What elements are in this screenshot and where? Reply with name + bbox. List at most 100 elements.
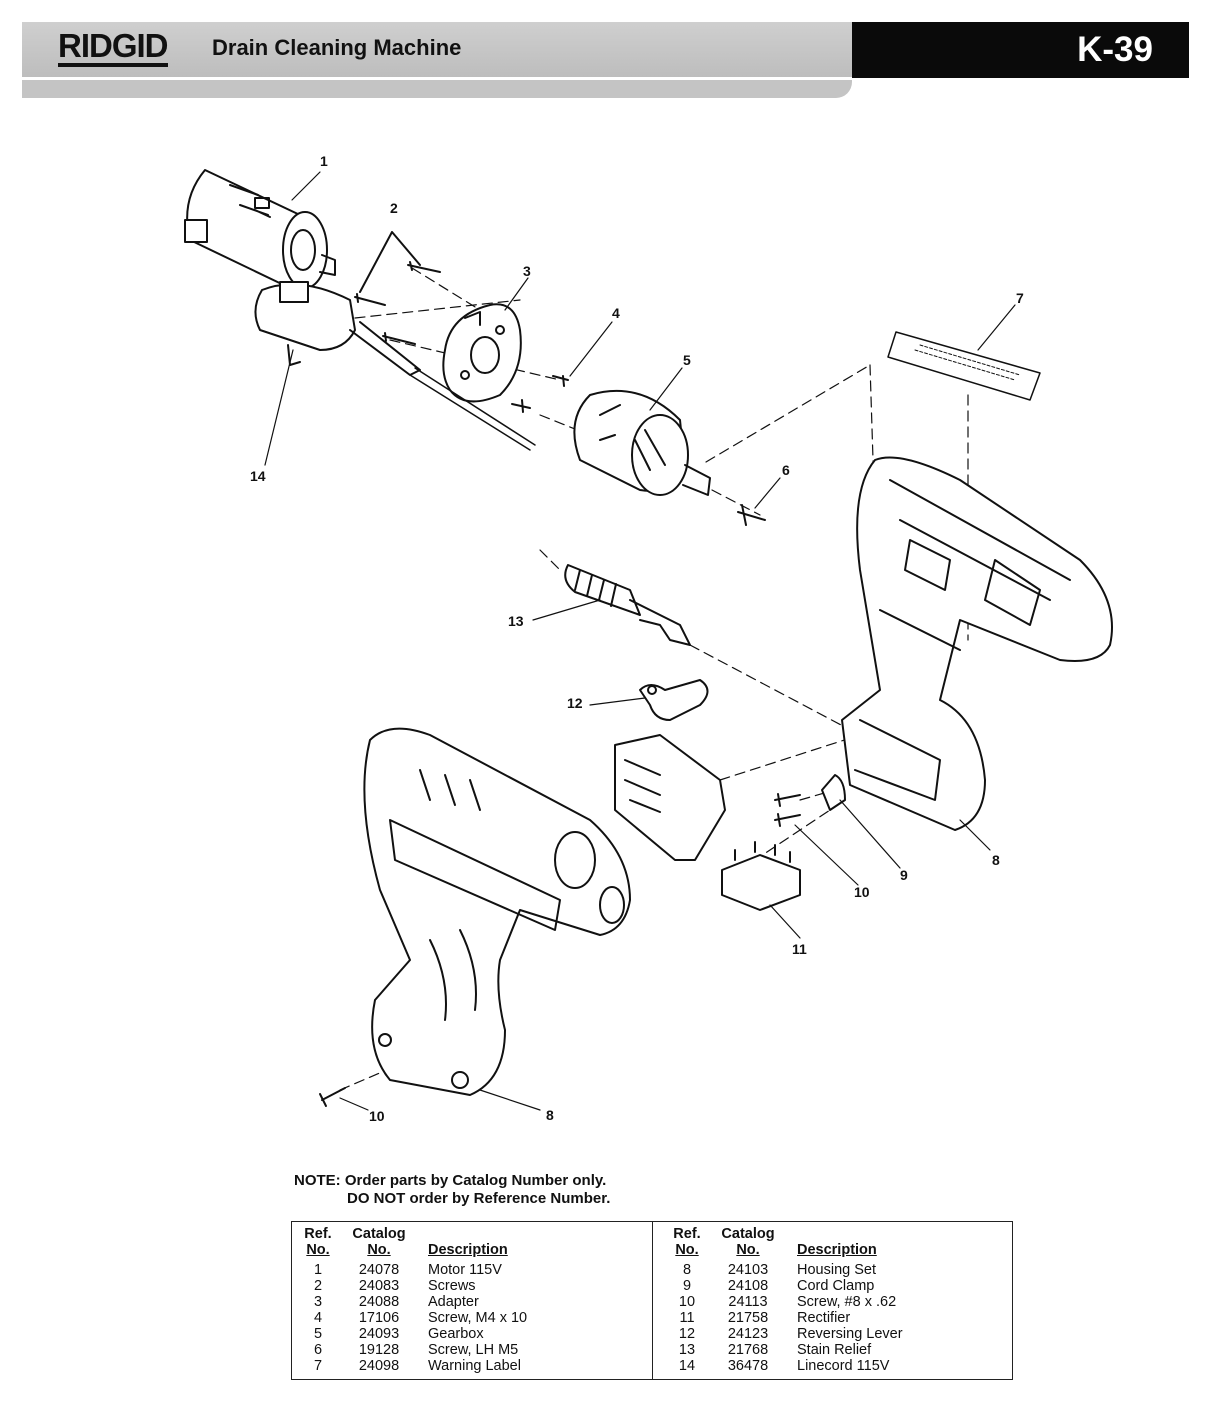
brand-logo: RIDGID — [58, 29, 168, 67]
callout-10-bottom: 10 — [369, 1108, 385, 1124]
table-row: 1 24078 Motor 115V — [292, 1262, 652, 1278]
small-screws-part — [511, 375, 569, 413]
linecord-part — [254, 281, 536, 451]
callout-7: 7 — [1016, 290, 1024, 306]
leader-lines — [264, 171, 1016, 1111]
cell-ref: 8 — [682, 1262, 692, 1278]
adapter-part — [442, 303, 522, 403]
cell-catalog: 24123 — [727, 1326, 769, 1342]
exploded-parts-diagram: 1 2 3 4 5 6 7 8 9 10 11 12 13 14 10 8 — [184, 153, 1113, 1124]
cell-catalog: 24083 — [358, 1278, 400, 1294]
cell-ref: 3 — [313, 1294, 323, 1310]
parts-table: Ref. No. Catalog No. Description 1 24078 M… — [291, 1221, 1013, 1380]
cell-catalog: 24093 — [358, 1326, 400, 1342]
callout-12: 12 — [567, 695, 583, 711]
callout-14: 14 — [250, 468, 266, 484]
header-cat-bottom: No. — [736, 1242, 760, 1258]
cell-catalog: 24103 — [727, 1262, 769, 1278]
header-cat-top: Catalog — [721, 1226, 775, 1242]
housing-screws-part — [774, 793, 801, 827]
cell-desc: Screw, LH M5 — [428, 1342, 519, 1358]
table-divider — [652, 1222, 653, 1379]
cell-ref: 9 — [682, 1278, 692, 1294]
order-note-line2: DO NOT order by Reference Number. — [347, 1190, 611, 1207]
cell-catalog: 21768 — [727, 1342, 769, 1358]
cell-ref: 7 — [313, 1358, 323, 1374]
cell-catalog: 21758 — [727, 1310, 769, 1326]
cell-desc: Linecord 115V — [797, 1358, 890, 1374]
order-note: NOTE: Order parts by Catalog Number only… — [294, 1172, 610, 1208]
callout-4: 4 — [612, 305, 620, 321]
cell-catalog: 36478 — [727, 1358, 769, 1374]
cell-ref: 4 — [313, 1310, 323, 1326]
screws-part — [354, 231, 441, 345]
rectifier-part — [721, 841, 801, 911]
cell-desc: Stain Relief — [797, 1342, 872, 1358]
cell-catalog: 17106 — [358, 1310, 400, 1326]
cell-desc: Screw, M4 x 10 — [428, 1310, 528, 1326]
cell-desc: Motor 115V — [428, 1262, 502, 1278]
callout-6: 6 — [782, 462, 790, 478]
cell-ref: 2 — [313, 1278, 323, 1294]
reversing-lever-part — [639, 679, 709, 721]
table-header: Ref. No. Catalog No. Description — [661, 1226, 1021, 1262]
strain-relief-part — [564, 564, 691, 646]
callout-10: 10 — [854, 884, 870, 900]
cell-desc: Cord Clamp — [797, 1278, 875, 1294]
cell-desc: Screws — [428, 1278, 476, 1294]
table-row: 14 36478 Linecord 115V — [661, 1358, 1021, 1374]
cell-ref: 6 — [313, 1342, 323, 1358]
cell-desc: Warning Label — [428, 1358, 521, 1374]
gearbox-part — [573, 389, 711, 496]
header-ref-bottom: No. — [306, 1242, 330, 1258]
header-cat-bottom: No. — [367, 1242, 391, 1258]
page-title: Drain Cleaning Machine — [212, 35, 462, 60]
callout-13: 13 — [508, 613, 524, 629]
callout-11: 11 — [792, 941, 807, 957]
table-row: 3 24088 Adapter — [292, 1294, 652, 1310]
cell-ref: 1 — [313, 1262, 323, 1278]
cord-clamp-part — [821, 774, 846, 811]
cell-catalog: 24088 — [358, 1294, 400, 1310]
cell-catalog: 24098 — [358, 1358, 400, 1374]
callout-8: 8 — [992, 852, 1000, 868]
table-row: 12 24123 Reversing Lever — [661, 1326, 1021, 1342]
table-row: 7 24098 Warning Label — [292, 1358, 652, 1374]
warning-label-part — [887, 331, 1041, 401]
cell-catalog: 24078 — [358, 1262, 400, 1278]
header-banner — [22, 22, 852, 77]
cell-ref: 13 — [678, 1342, 696, 1358]
cell-ref: 12 — [678, 1326, 696, 1342]
cell-desc: Reversing Lever — [797, 1326, 903, 1342]
cell-desc: Adapter — [428, 1294, 479, 1310]
header-ref-top: Ref. — [673, 1226, 701, 1242]
housing-half-left-part — [363, 727, 631, 1096]
housing-half-right-part — [841, 456, 1113, 831]
motor-part — [184, 169, 336, 290]
header-desc: Description — [428, 1242, 508, 1258]
cell-ref: 14 — [678, 1358, 696, 1374]
table-header: Ref. No. Catalog No. Description — [292, 1226, 652, 1262]
bottom-screw-part — [319, 1087, 346, 1107]
callout-labels: 1 2 3 4 5 6 7 8 9 10 11 12 13 14 10 8 — [250, 153, 1024, 1124]
callout-2: 2 — [390, 200, 398, 216]
cell-desc: Gearbox — [428, 1326, 484, 1342]
callout-9: 9 — [900, 867, 908, 883]
order-note-line1: NOTE: Order parts by Catalog Number only… — [294, 1172, 607, 1189]
callout-8-bottom: 8 — [546, 1107, 554, 1123]
header-cat-top: Catalog — [352, 1226, 406, 1242]
parts-column-left: Ref. No. Catalog No. Description 1 24078 M… — [292, 1226, 652, 1374]
cell-ref: 10 — [678, 1294, 696, 1310]
header-desc: Description — [797, 1242, 877, 1258]
header-ref-bottom: No. — [675, 1242, 699, 1258]
table-row: 2 24083 Screws — [292, 1278, 652, 1294]
cell-desc: Rectifier — [797, 1310, 851, 1326]
switch-part — [614, 734, 726, 861]
cell-catalog: 24113 — [728, 1294, 768, 1310]
table-row: 13 21768 Stain Relief — [661, 1342, 1021, 1358]
